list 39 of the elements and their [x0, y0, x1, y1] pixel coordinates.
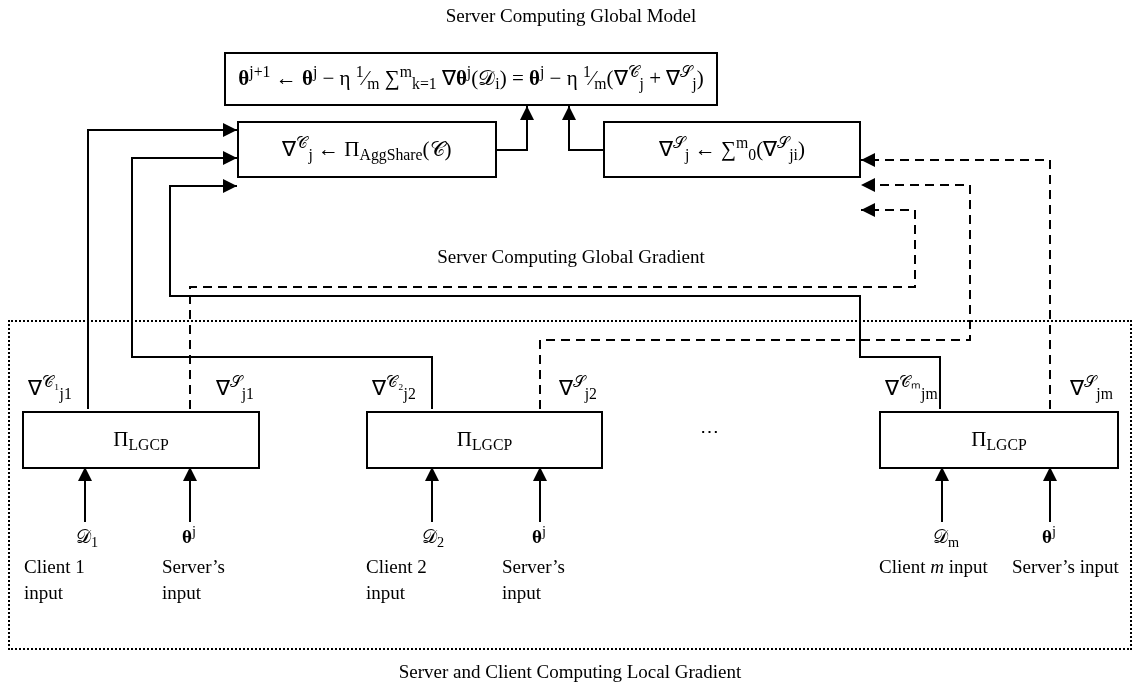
arrow: [1043, 466, 1057, 523]
input-caption: Client 1 input: [24, 555, 86, 605]
input-symbol: 𝒟$_{m}$: [933, 525, 960, 550]
arrow: [78, 466, 92, 523]
section-label: Server Computing Global Gradient: [437, 245, 705, 269]
arrow: [533, 466, 547, 523]
process-box: [237, 121, 497, 178]
arrow: [496, 105, 534, 151]
arrow: [183, 466, 197, 523]
input-caption: Server’s input: [502, 555, 566, 605]
arrow: [131, 151, 433, 410]
region-caption: Server and Client Computing Local Gradient: [398, 660, 742, 684]
dashed-arrow: [189, 203, 916, 410]
input-caption: Client m input: [879, 555, 988, 579]
dashed-arrow: [539, 178, 971, 410]
process-box: [224, 52, 718, 106]
input-symbol: θ$^{j}$: [1042, 524, 1056, 549]
input-symbol: 𝒟$_{1}$: [76, 525, 99, 550]
arrow: [87, 123, 238, 410]
input-caption: Client 2 input: [366, 555, 428, 605]
input-caption: Server’s input: [1012, 555, 1119, 579]
input-caption: Server’s input: [162, 555, 226, 605]
box-formula: Π$_{LGCP}$: [456, 426, 513, 456]
box-formula: θ$^{j+1}$ ← θ$^{j}$ − η $^{1}$⁄$_{m}$ ∑$^{m}$$_{k=1}$ ∇θ$^{j}$(𝒟$_{i}$) = θ$^{j}$ − η $^{1}$⁄$_{m}$(∇$^{𝒞}$$_{j}$ + ∇$^{𝒮}$$_{j}$): [238, 63, 704, 95]
input-symbol: θ$^{j}$: [532, 524, 546, 549]
input-symbol: θ$^{j}$: [182, 524, 196, 549]
dashed-arrow: [860, 153, 1051, 410]
arrow: [935, 466, 949, 523]
arrow: [425, 466, 439, 523]
box-formula: ∇$^{𝒮}$$_{j}$ ← ∑$^{m}$$_{0}$(∇$^{𝒮}$$_{ji}$): [659, 133, 805, 166]
process-box: [603, 121, 861, 178]
arrow: [562, 105, 604, 151]
input-symbol: 𝒟$_{2}$: [422, 525, 445, 550]
box-formula: Π$_{LGCP}$: [113, 426, 169, 456]
box-formula: ∇$^{𝒞}$$_{j}$ ← Π$_{AggShare}$(𝒞): [282, 133, 452, 166]
arrow: [169, 179, 941, 410]
ellipsis-label: ⋯: [700, 420, 719, 444]
box-formula: Π$_{LGCP}$: [971, 426, 1027, 456]
diagram-title: Server Computing Global Model: [445, 4, 697, 28]
